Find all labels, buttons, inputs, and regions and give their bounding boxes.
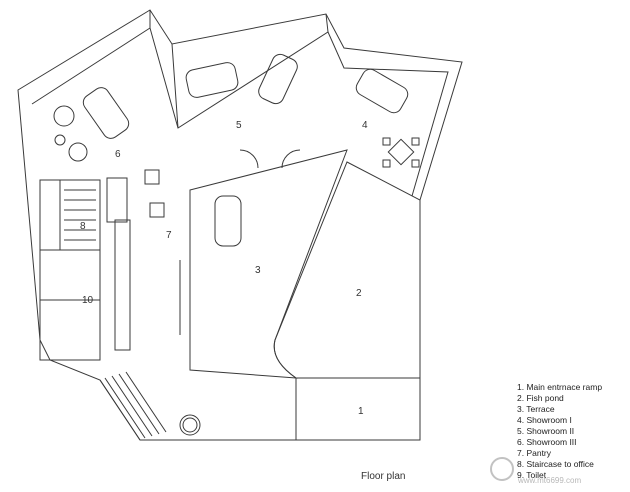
ramp-planter bbox=[179, 414, 201, 436]
legend-item: 3. Terrace bbox=[517, 404, 555, 414]
ramp-outline bbox=[99, 378, 421, 441]
pond-circle bbox=[53, 105, 75, 127]
legend-item: 7. Pantry bbox=[517, 448, 552, 458]
terrace-outline bbox=[189, 149, 348, 379]
legend-item: 4. Showroom I bbox=[517, 415, 572, 425]
pond-circle bbox=[68, 142, 88, 162]
chair bbox=[382, 137, 391, 146]
room-numbers: 1 2 3 4 5 6 7 8 10 bbox=[80, 120, 368, 417]
roof-line bbox=[149, 10, 329, 129]
legend-item: 2. Fish pond bbox=[517, 393, 564, 403]
chair bbox=[411, 137, 420, 146]
service-wing bbox=[39, 179, 101, 361]
fish-pond-outline bbox=[273, 161, 421, 379]
legend-item: 5. Showroom II bbox=[517, 426, 575, 436]
room-number-6: 6 bbox=[115, 149, 121, 160]
armchair bbox=[149, 202, 165, 218]
legend-item: 6. Showroom III bbox=[517, 437, 577, 447]
legend-item: 9. Toilet bbox=[517, 470, 547, 480]
chair bbox=[382, 159, 391, 168]
car bbox=[185, 62, 239, 98]
ramp-steps bbox=[104, 371, 167, 439]
car bbox=[214, 195, 242, 247]
chair bbox=[411, 159, 420, 168]
car bbox=[258, 53, 298, 105]
pantry-counter bbox=[114, 219, 131, 351]
door-swing bbox=[281, 149, 301, 169]
room-number-10: 10 bbox=[82, 295, 94, 306]
room-number-3: 3 bbox=[255, 265, 261, 276]
room-number-2: 2 bbox=[356, 288, 362, 299]
armchair bbox=[144, 169, 160, 185]
car bbox=[355, 68, 409, 114]
door-swing bbox=[239, 149, 259, 169]
car bbox=[82, 87, 130, 139]
room-number-5: 5 bbox=[236, 120, 242, 131]
legend-item: 8. Staircase to office bbox=[517, 459, 594, 469]
table bbox=[387, 138, 415, 166]
room-number-8: 8 bbox=[80, 221, 86, 232]
legend-item: 1. Main entrnace ramp bbox=[517, 382, 603, 392]
watermark-logo: www.mt6699.com bbox=[490, 457, 581, 485]
sofa bbox=[106, 177, 128, 223]
plan-caption: Floor plan bbox=[361, 471, 406, 482]
legend: 1. Main entrnace ramp 2. Fish pond 3. Te… bbox=[517, 382, 627, 481]
stair-treads bbox=[64, 189, 96, 241]
room-number-1: 1 bbox=[358, 406, 364, 417]
room-number-4: 4 bbox=[362, 120, 368, 131]
room-number-7: 7 bbox=[166, 230, 172, 241]
watermark-text: www.mt6699.com bbox=[517, 476, 581, 485]
